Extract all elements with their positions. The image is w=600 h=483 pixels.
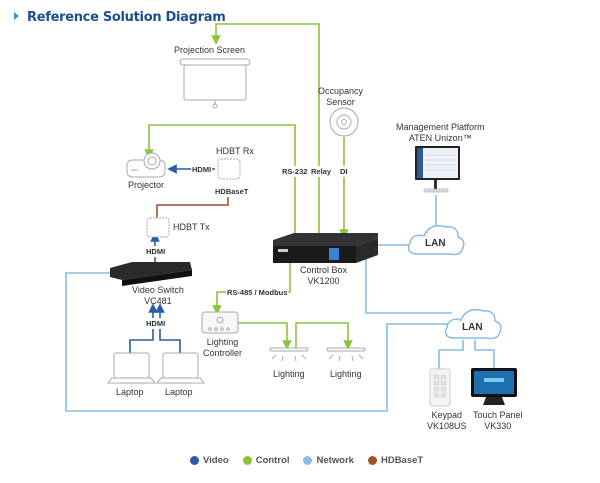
- touch-panel-name: Touch Panel: [473, 410, 523, 420]
- hdmi-laptop1-line: [129, 303, 158, 355]
- projector-icon: [126, 152, 166, 178]
- lan-touchpanel-line: [474, 340, 495, 368]
- lighting-line-2: [295, 322, 353, 350]
- hdmi-laptop2-line: [155, 303, 181, 355]
- lan-keypad-line: [438, 340, 464, 370]
- control-dot-icon: [242, 456, 252, 465]
- relay-line: [211, 23, 320, 238]
- lighting-2-label: Lighting: [330, 369, 362, 379]
- lan-cloud-2-icon: [444, 308, 502, 340]
- legend: Video Control Network HDBaseT: [190, 455, 423, 466]
- network-dot-icon: [303, 456, 313, 465]
- video-switch-model: VC481: [144, 296, 172, 306]
- hdbt-rx-label: HDBT Rx: [216, 146, 254, 156]
- hdbaset-dot-icon: [367, 456, 377, 465]
- legend-hdbaset-label: HDBaseT: [380, 455, 424, 466]
- left-network-line: [65, 272, 452, 412]
- rs485-label: RS-485 / Modbus: [226, 287, 289, 298]
- legend-control-label: Control: [255, 455, 290, 466]
- occupancy-sensor-icon: [329, 107, 359, 137]
- keypad-name: Keypad: [431, 410, 463, 420]
- laptop-1-label: Laptop: [116, 387, 144, 397]
- lighting-line-1: [238, 322, 292, 350]
- legend-item-control: Control: [242, 455, 290, 466]
- lighting-1-icon: [269, 347, 309, 362]
- platform-label-line1: Management Platform: [396, 122, 485, 132]
- di-label: DI: [339, 166, 349, 177]
- lan-cloud-1-icon: [407, 224, 465, 256]
- projection-screen-label: Projection Screen: [174, 45, 246, 55]
- rs232-line: [144, 124, 296, 238]
- touch-panel-icon: [471, 368, 517, 405]
- lan-2-label: LAN: [462, 322, 483, 333]
- hdmi-rx-projector-label: HDMI: [191, 164, 213, 175]
- lighting-controller-line2: Controller: [203, 348, 243, 358]
- touch-panel-model: VK330: [484, 421, 512, 431]
- lan-1-label: LAN: [425, 238, 446, 249]
- legend-item-hdbaset: HDBaseT: [367, 455, 424, 466]
- lighting-1-label: Lighting: [273, 369, 305, 379]
- occupancy-label-line1: Occupancy: [318, 86, 364, 96]
- monitor-icon: [415, 146, 460, 193]
- projection-screen-icon: [179, 58, 251, 109]
- occupancy-label-line2: Sensor: [326, 97, 355, 107]
- video-switch-name: Video Switch: [132, 285, 184, 295]
- hdbt-rx-icon: [217, 158, 241, 180]
- control-box-model: VK1200: [307, 276, 340, 286]
- control-box-name: Control Box: [300, 265, 348, 275]
- laptop-2-icon: [155, 352, 206, 384]
- title-text: Reference Solution Diagram: [27, 10, 226, 25]
- legend-item-network: Network: [303, 455, 354, 466]
- triangle-right-icon: [14, 12, 19, 20]
- hdbt-tx-icon: [146, 217, 170, 238]
- legend-video-label: Video: [203, 455, 229, 466]
- hdmi-laptops-label: HDMI: [145, 318, 167, 329]
- projector-label: Projector: [128, 180, 165, 190]
- hdbt-tx-label: HDBT Tx: [173, 222, 210, 232]
- lighting-controller-icon: [201, 311, 239, 334]
- control-box-icon: [273, 233, 378, 263]
- keypad-model: VK108US: [427, 421, 467, 431]
- laptop-2-label: Laptop: [165, 387, 193, 397]
- platform-label-line2: ATEN Unizon™: [408, 133, 472, 143]
- legend-network-label: Network: [316, 455, 354, 466]
- lighting-controller-line1: Lighting: [206, 337, 239, 347]
- video-switch-icon: [110, 262, 192, 286]
- legend-item-video: Video: [190, 455, 229, 466]
- relay-label: Relay: [310, 166, 333, 177]
- hdmi-switch-tx-label: HDMI: [145, 246, 167, 257]
- keypad-icon: [429, 368, 451, 407]
- hdbaset-label: HDBaseT: [214, 186, 250, 197]
- video-dot-icon: [190, 456, 199, 465]
- lighting-2-icon: [326, 347, 366, 362]
- page-title: Reference Solution Diagram: [14, 10, 226, 25]
- rs232-label: RS-232: [281, 166, 309, 177]
- controlbox-lan2-line: [365, 258, 452, 314]
- rs485-line: [212, 262, 291, 315]
- laptop-1-icon: [106, 352, 157, 384]
